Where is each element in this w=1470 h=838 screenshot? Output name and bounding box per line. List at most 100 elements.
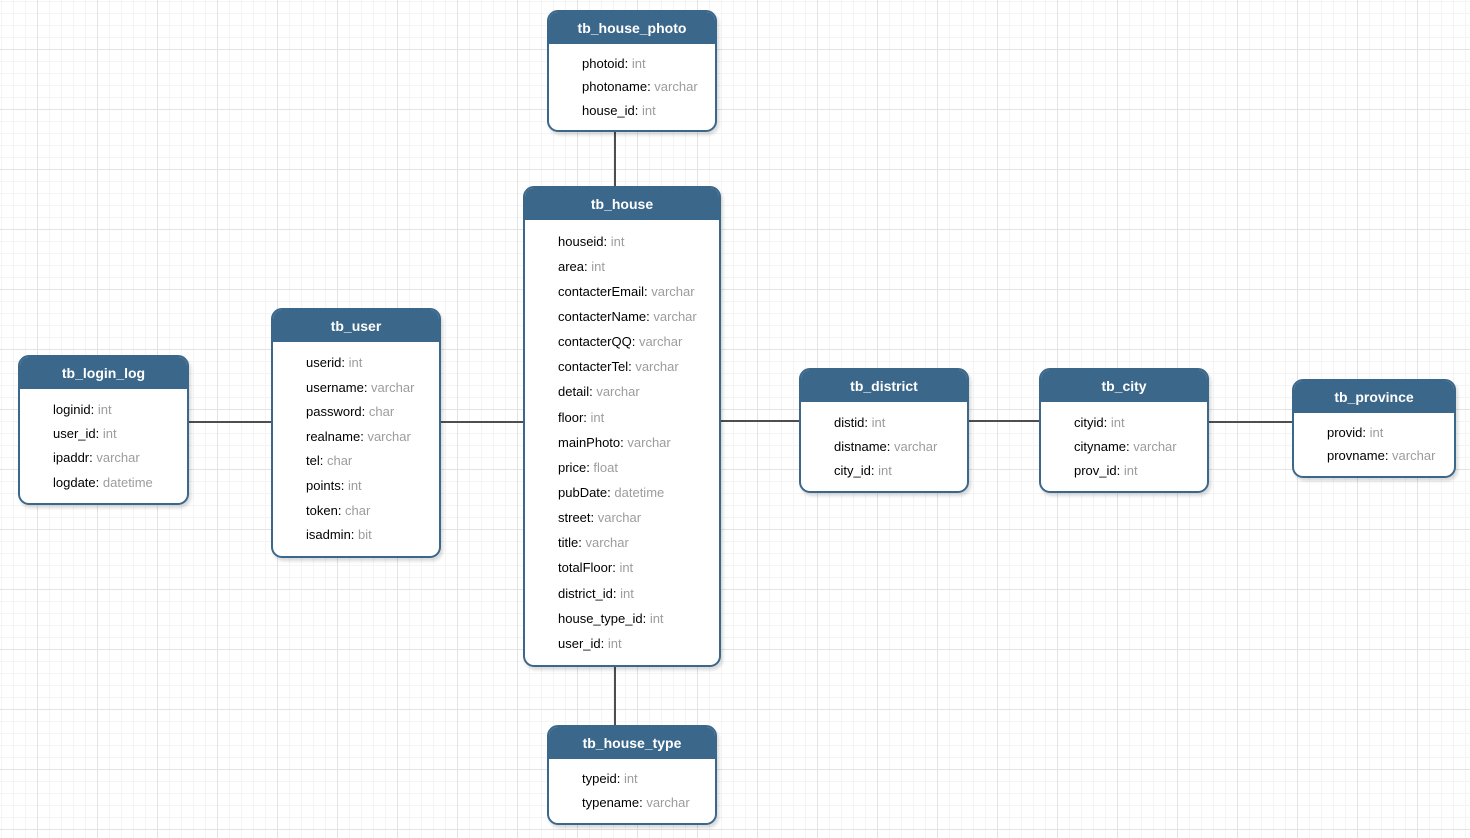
connector-tb_house-tb_house_type[interactable] [614, 666, 616, 725]
field-row-tb_district-city_id[interactable]: city_id: int [801, 463, 967, 479]
connector-tb_district-tb_city[interactable] [968, 420, 1039, 422]
entity-title-tb_house_photo[interactable]: tb_house_photo [549, 12, 715, 44]
field-colon: : [870, 462, 879, 478]
entity-fields-tb_house: houseid: int area: int contacterEmail: var… [525, 220, 719, 665]
field-name: loginid [53, 401, 91, 417]
field-row-tb_house-mainPhoto[interactable]: mainPhoto: varchar [525, 435, 719, 451]
field-type: varchar [367, 428, 411, 444]
field-row-tb_province-provid[interactable]: provid: int [1294, 425, 1454, 441]
field-row-tb_district-distid[interactable]: distid: int [801, 415, 967, 431]
entity-fields-tb_city: cityid: int cityname: varchar prov_id: int [1041, 402, 1207, 491]
field-row-tb_house-house_type_id[interactable]: house_type_id: int [525, 611, 719, 627]
field-row-tb_login_log-ipaddr[interactable]: ipaddr: varchar [20, 450, 187, 466]
entity-title-tb_city[interactable]: tb_city [1041, 370, 1207, 402]
connector-tb_house_photo-tb_house[interactable] [614, 131, 616, 186]
connector-tb_house-tb_district[interactable] [720, 420, 799, 422]
field-row-tb_house-contacterName[interactable]: contacterName: varchar [525, 309, 719, 325]
field-row-tb_house-user_id[interactable]: user_id: int [525, 636, 719, 652]
field-row-tb_city-prov_id[interactable]: prov_id: int [1041, 463, 1207, 479]
entity-title-tb_login_log[interactable]: tb_login_log [20, 357, 187, 389]
field-row-tb_city-cityname[interactable]: cityname: varchar [1041, 439, 1207, 455]
field-row-tb_login_log-user_id[interactable]: user_id: int [20, 426, 187, 442]
field-name: typename [582, 795, 640, 811]
connector-tb_user-tb_house[interactable] [440, 421, 523, 423]
field-row-tb_city-cityid[interactable]: cityid: int [1041, 415, 1207, 431]
field-name: prov_id [1074, 462, 1117, 478]
connector-tb_city-tb_province[interactable] [1208, 421, 1292, 423]
field-type: varchar [653, 308, 697, 324]
field-row-tb_login_log-logdate[interactable]: logdate: datetime [20, 475, 187, 491]
field-row-tb_user-isadmin[interactable]: isadmin: bit [273, 527, 439, 543]
field-row-tb_house_photo-photoname[interactable]: photoname: varchar [549, 79, 715, 95]
field-colon: : [319, 453, 327, 469]
field-row-tb_house_type-typeid[interactable]: typeid: int [549, 771, 715, 787]
entity-fields-tb_house_photo: photoid: int photoname: varchar house_id: … [549, 44, 715, 130]
field-name: area [558, 258, 585, 274]
field-colon: : [603, 233, 611, 249]
entity-fields-tb_house_type: typeid: int typename: varchar [549, 759, 715, 823]
field-row-tb_login_log-loginid[interactable]: loginid: int [20, 402, 187, 418]
field-row-tb_house-contacterTel[interactable]: contacterTel: varchar [525, 359, 719, 375]
field-row-tb_house-detail[interactable]: detail: varchar [525, 384, 719, 400]
field-row-tb_user-userid[interactable]: userid: int [273, 355, 439, 371]
field-row-tb_province-provname[interactable]: provname: varchar [1294, 448, 1454, 464]
field-type: int [607, 635, 622, 651]
field-type: int [649, 610, 664, 626]
field-name: logdate [53, 474, 96, 490]
field-row-tb_house-houseid[interactable]: houseid: int [525, 234, 719, 250]
field-row-tb_user-realname[interactable]: realname: varchar [273, 429, 439, 445]
field-type: int [590, 409, 605, 425]
entity-title-tb_house_type[interactable]: tb_house_type [549, 727, 715, 759]
entity-tb_house_photo[interactable]: tb_house_photo photoid: int photoname: var… [547, 10, 717, 132]
field-row-tb_house-district_id[interactable]: district_id: int [525, 586, 719, 602]
field-row-tb_house-price[interactable]: price: float [525, 460, 719, 476]
field-type: varchar [654, 79, 698, 95]
field-row-tb_house-contacterEmail[interactable]: contacterEmail: varchar [525, 284, 719, 300]
field-row-tb_house-floor[interactable]: floor: int [525, 410, 719, 426]
field-row-tb_user-password[interactable]: password: char [273, 404, 439, 420]
field-name: userid [306, 355, 342, 371]
field-colon: : [590, 510, 598, 526]
field-type: varchar [1133, 438, 1177, 454]
field-row-tb_house-pubDate[interactable]: pubDate: datetime [525, 485, 719, 501]
entity-tb_province[interactable]: tb_province provid: int provname: varchar [1292, 379, 1456, 478]
field-name: user_id [53, 426, 96, 442]
field-type: int [348, 355, 363, 371]
field-colon: : [616, 771, 624, 787]
field-row-tb_user-token[interactable]: token: char [273, 503, 439, 519]
field-type: int [620, 585, 634, 601]
connector-tb_login_log-tb_user[interactable] [188, 421, 271, 423]
field-colon: : [341, 355, 349, 371]
field-row-tb_house_photo-photoid[interactable]: photoid: int [549, 56, 715, 72]
field-name: street [558, 510, 591, 526]
field-row-tb_house-contacterQQ[interactable]: contacterQQ: varchar [525, 334, 719, 350]
field-type: int [623, 771, 638, 787]
entity-tb_house_type[interactable]: tb_house_type typeid: int typename: varcha… [547, 725, 717, 825]
field-type: varchar [893, 438, 938, 454]
field-row-tb_user-username[interactable]: username: varchar [273, 380, 439, 396]
field-type: char [345, 502, 371, 518]
entity-title-tb_province[interactable]: tb_province [1294, 381, 1454, 413]
entity-tb_house[interactable]: tb_house houseid: int area: int contacterEm… [523, 186, 721, 667]
entity-title-tb_district[interactable]: tb_district [801, 370, 967, 402]
field-type: float [593, 459, 618, 475]
field-row-tb_house-area[interactable]: area: int [525, 259, 719, 275]
field-row-tb_house_type-typename[interactable]: typename: varchar [549, 795, 715, 811]
field-row-tb_house-totalFloor[interactable]: totalFloor: int [525, 560, 719, 576]
field-row-tb_house-title[interactable]: title: varchar [525, 535, 719, 551]
field-type: varchar [627, 434, 671, 450]
field-name: detail [558, 384, 590, 400]
field-row-tb_house_photo-house_id[interactable]: house_id: int [549, 103, 715, 119]
entity-tb_district[interactable]: tb_district distid: int distname: varchar c… [799, 368, 969, 493]
field-row-tb_district-distname[interactable]: distname: varchar [801, 439, 967, 455]
entity-tb_login_log[interactable]: tb_login_log loginid: int user_id: int ipad… [18, 355, 189, 505]
entity-title-tb_user[interactable]: tb_user [273, 310, 439, 342]
field-row-tb_user-points[interactable]: points: int [273, 478, 439, 494]
field-row-tb_user-tel[interactable]: tel: char [273, 453, 439, 469]
field-row-tb_house-street[interactable]: street: varchar [525, 510, 719, 526]
field-type: varchar [635, 359, 679, 375]
entity-title-tb_house[interactable]: tb_house [525, 188, 719, 220]
entity-tb_city[interactable]: tb_city cityid: int cityname: varchar prov_… [1039, 368, 1209, 493]
